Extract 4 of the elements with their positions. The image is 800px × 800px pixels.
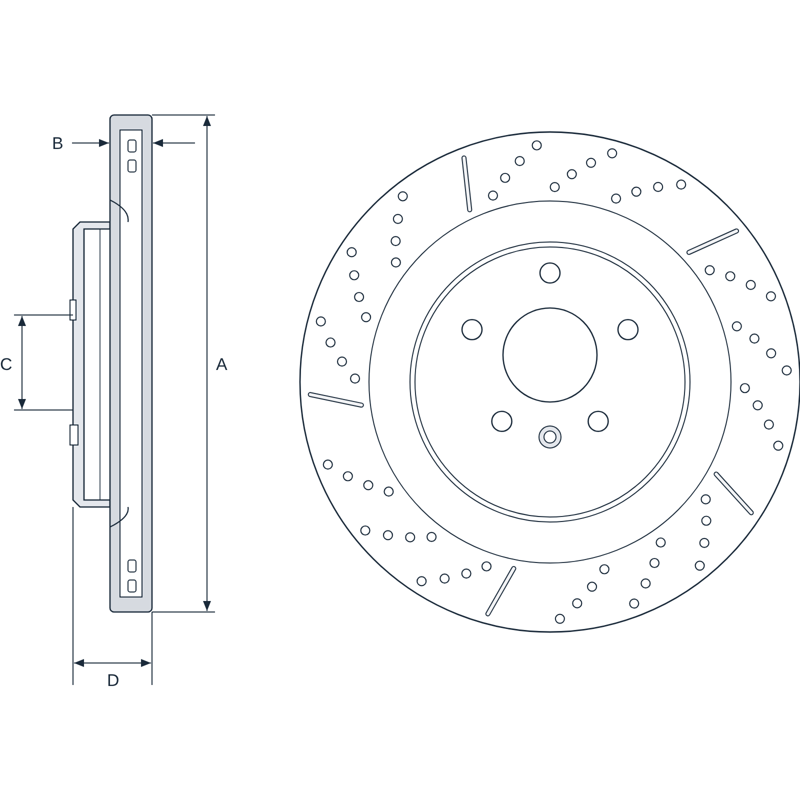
dimension-label: A	[216, 356, 228, 374]
dimension-label: C	[0, 356, 12, 374]
dimension-label: D	[107, 672, 120, 690]
dimension-label: B	[52, 135, 64, 153]
